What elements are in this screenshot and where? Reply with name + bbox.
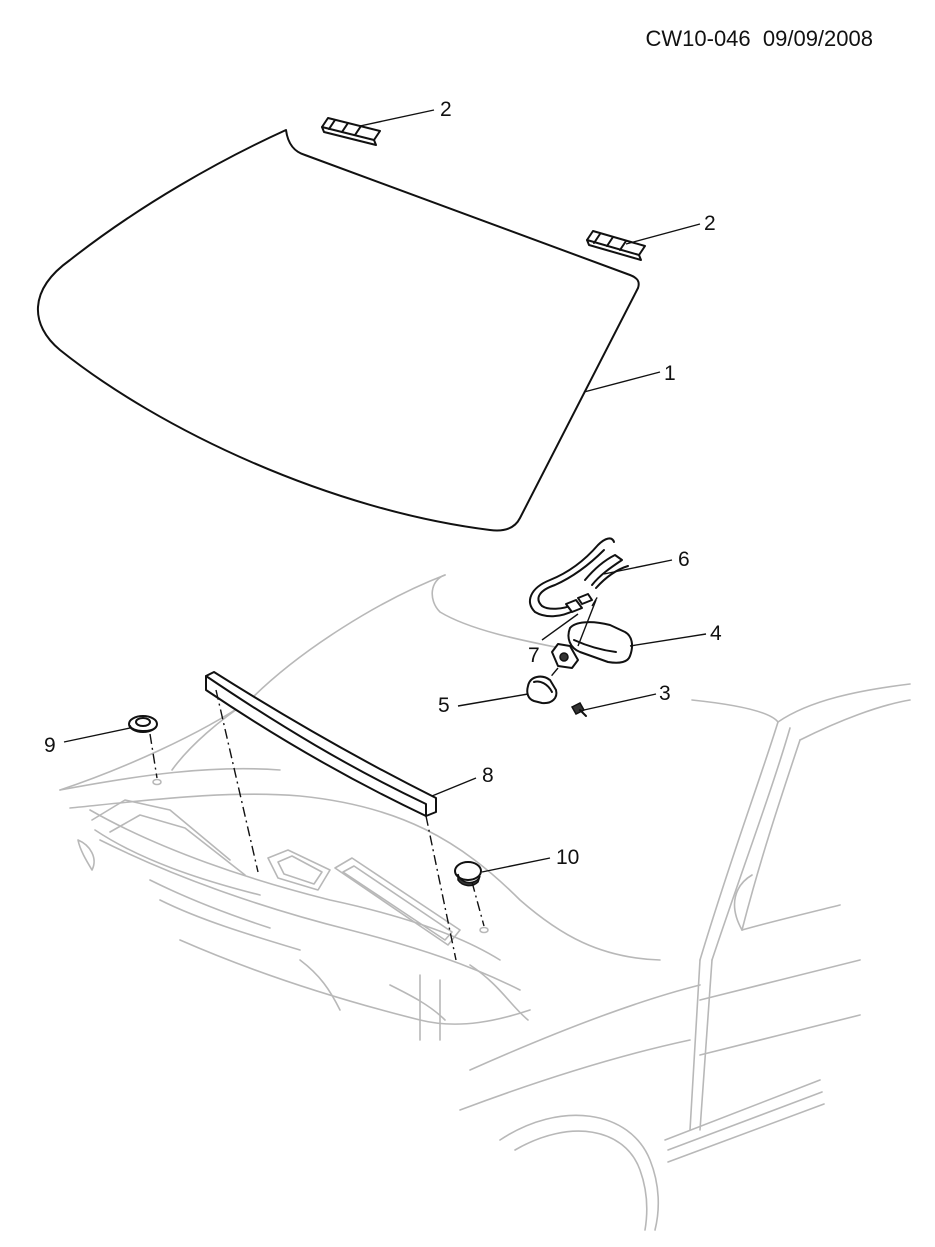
callout-3: 3 xyxy=(659,682,671,705)
cowl-seal-strip xyxy=(205,671,437,817)
callout-6: 6 xyxy=(678,548,690,571)
callout-4: 4 xyxy=(710,622,722,645)
callout-9: 9 xyxy=(44,734,56,757)
grommet-left xyxy=(128,715,162,786)
callout-5: 5 xyxy=(438,694,450,717)
callout-numbers: 1 2 2 3 4 5 6 7 8 9 10 xyxy=(44,98,722,869)
molding-clip-set-left xyxy=(321,117,381,146)
callout-2-right: 2 xyxy=(704,212,716,235)
callout-7: 7 xyxy=(528,644,540,667)
mirror-support-cover xyxy=(526,675,558,705)
callout-8: 8 xyxy=(482,764,494,787)
rear-view-mirror xyxy=(567,621,634,664)
mirror-wiring-harness xyxy=(529,537,629,618)
molding-clip-set-right xyxy=(586,230,646,261)
grommet-right xyxy=(454,861,489,934)
vehicle-body-outline xyxy=(59,574,911,1231)
callout-10: 10 xyxy=(556,846,579,869)
callout-1: 1 xyxy=(664,362,676,385)
windshield-glass xyxy=(37,129,640,532)
callout-2-left: 2 xyxy=(440,98,452,121)
assembly-lines xyxy=(149,595,599,961)
diagram-reference-code: CW10-046 09/09/2008 xyxy=(645,26,874,51)
mirror-mount-bracket xyxy=(551,643,579,669)
leader-lines xyxy=(63,109,707,873)
